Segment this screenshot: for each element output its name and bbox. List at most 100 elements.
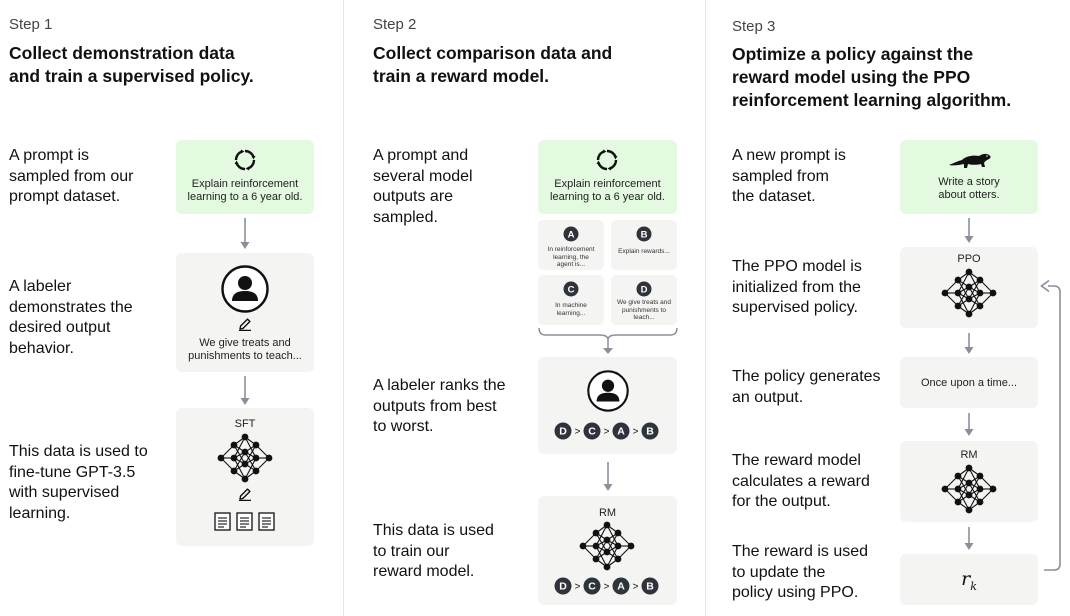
arrow-down-icon [240, 376, 250, 406]
step1-label: Step 1 [9, 16, 53, 33]
rank-badge-letter: A [617, 426, 625, 438]
arrow-down-icon [964, 218, 974, 244]
badge-letter: B [641, 229, 648, 240]
rank-badge-c: C [583, 577, 601, 595]
desc-line: supervised policy. [732, 299, 858, 316]
rm-label: RM [598, 507, 617, 519]
document-icon [213, 512, 232, 531]
demo-line: punishments to teach... [188, 350, 302, 362]
output-card-d: D We give treats and punishments to teac… [611, 275, 677, 325]
step2-label: Step 2 [373, 16, 417, 33]
neural-network-icon [940, 464, 998, 514]
desc-line: The PPO model is [732, 258, 862, 275]
step3-desc-prompt: A new prompt is sampled from the dataset… [732, 146, 846, 208]
rank-badge-a: A [612, 422, 630, 440]
desc-line: initialized from the [732, 278, 861, 296]
arrow-down-icon [240, 218, 250, 250]
rank-separator: > [575, 582, 581, 593]
desc-line: prompt dataset. [9, 188, 121, 205]
step1-column: Step 1 Collect demonstration data and tr… [0, 0, 343, 616]
rank-separator: > [604, 582, 610, 593]
step1-title-line: and train a supervised policy. [9, 66, 254, 86]
desc-line: sampled from our [9, 167, 134, 185]
rank-badge-d: D [554, 577, 572, 595]
desc-line: outputs are [373, 188, 454, 205]
step1-sft-box: SFT [176, 408, 314, 546]
rank-separator: > [575, 427, 581, 438]
desc-line: with supervised [9, 484, 120, 501]
demo-line: We give treats and [199, 337, 291, 349]
prompt-line: Write a story [938, 176, 1000, 188]
step1-title-line: Collect demonstration data [9, 43, 235, 63]
rank-badge-c: C [583, 422, 601, 440]
person-icon [221, 265, 269, 313]
desc-line: sampled from [732, 167, 829, 185]
reward-r: r [961, 568, 971, 590]
step2-title: Collect comparison data and train a rewa… [373, 42, 612, 88]
step3-prompt-text: Write a story about otters. [900, 176, 1038, 202]
letter-badge-b: B [636, 226, 652, 242]
output-card-c: C In machine learning... [538, 275, 604, 325]
rank-badge-circle [554, 422, 572, 440]
reward-subscript: k [970, 579, 977, 593]
desc-line: desired output [9, 319, 111, 336]
step3-desc-generate: The policy generates an output. [732, 367, 881, 408]
output-line: teach... [633, 314, 655, 321]
prompt-line: Explain reinforcement [554, 178, 661, 190]
document-icon [235, 512, 254, 531]
rank-badge-circle [583, 577, 601, 595]
rank-badge-letter: B [646, 581, 654, 593]
step3-output-text: Once upon a time... [921, 377, 1017, 389]
desc-line: for the output. [732, 493, 831, 510]
desc-line: This data is used to [9, 443, 148, 460]
rank-badge-letter: C [588, 581, 596, 593]
desc-line: The reward model [732, 452, 861, 469]
step2-desc-rank: A labeler ranks the outputs from best to… [373, 376, 506, 438]
output-text-c: In machine learning... [540, 302, 602, 317]
step3-title-line: reward model using the PPO [732, 67, 971, 87]
rank-badge-b: B [641, 577, 659, 595]
step1-prompt-box: Explain reinforcement learning to a 6 ye… [176, 140, 314, 214]
arrow-down-icon [964, 527, 974, 551]
output-line: Explain rewards... [618, 248, 670, 255]
neural-network-icon [216, 433, 274, 483]
rank-badge-letter: C [588, 426, 596, 438]
step1-prompt-text: Explain reinforcement learning to a 6 ye… [176, 178, 314, 204]
step2-ranking-box: D>C>A>B [538, 357, 677, 454]
neural-network-icon [940, 268, 998, 318]
rank-badge-letter: D [559, 426, 567, 438]
rank-badge-circle [583, 422, 601, 440]
arrow-down-icon [964, 333, 974, 355]
rank-badge-letter: A [617, 581, 625, 593]
rank-separator: > [633, 427, 639, 438]
output-line: learning... [556, 309, 586, 317]
desc-line: the dataset. [732, 188, 816, 205]
rank-badge-circle [641, 422, 659, 440]
output-text-d: We give treats and punishments to teach.… [613, 299, 675, 322]
desc-line: to train our [373, 542, 450, 560]
step3-title-line: reinforcement learning algorithm. [732, 90, 1012, 110]
letter-badge-a: A [563, 226, 579, 242]
desc-line: The policy generates [732, 368, 881, 385]
step3-desc-init: The PPO model is initialized from the su… [732, 257, 862, 319]
reward-symbol: rk [900, 568, 1038, 593]
arrow-down-icon [964, 413, 974, 437]
letter-badge-c: C [563, 281, 579, 297]
step1-desc-finetune: This data is used to fine-tune GPT-3.5 w… [9, 442, 148, 524]
sft-label: SFT [234, 418, 256, 430]
output-card-b: B Explain rewards... [611, 220, 677, 270]
step2-prompt-text: Explain reinforcement learning to a 6 ye… [538, 178, 677, 204]
desc-line: outputs from best [373, 397, 497, 415]
step2-rm-box: RM D>C>A>B [538, 496, 677, 605]
rank-badge-circle [612, 577, 630, 595]
desc-line: sampled. [373, 208, 438, 226]
badge-letter: D [641, 284, 648, 295]
step2-prompt-box: Explain reinforcement learning to a 6 ye… [538, 140, 677, 214]
step2-title-line: train a reward model. [373, 66, 550, 86]
badge-letter: A [568, 229, 575, 240]
step3-label: Step 3 [732, 18, 776, 35]
step2-desc-sample: A prompt and several model outputs are s… [373, 146, 473, 228]
desc-line: A new prompt is [732, 147, 846, 164]
neural-network-icon [578, 521, 636, 571]
rank-badge-circle [612, 422, 630, 440]
